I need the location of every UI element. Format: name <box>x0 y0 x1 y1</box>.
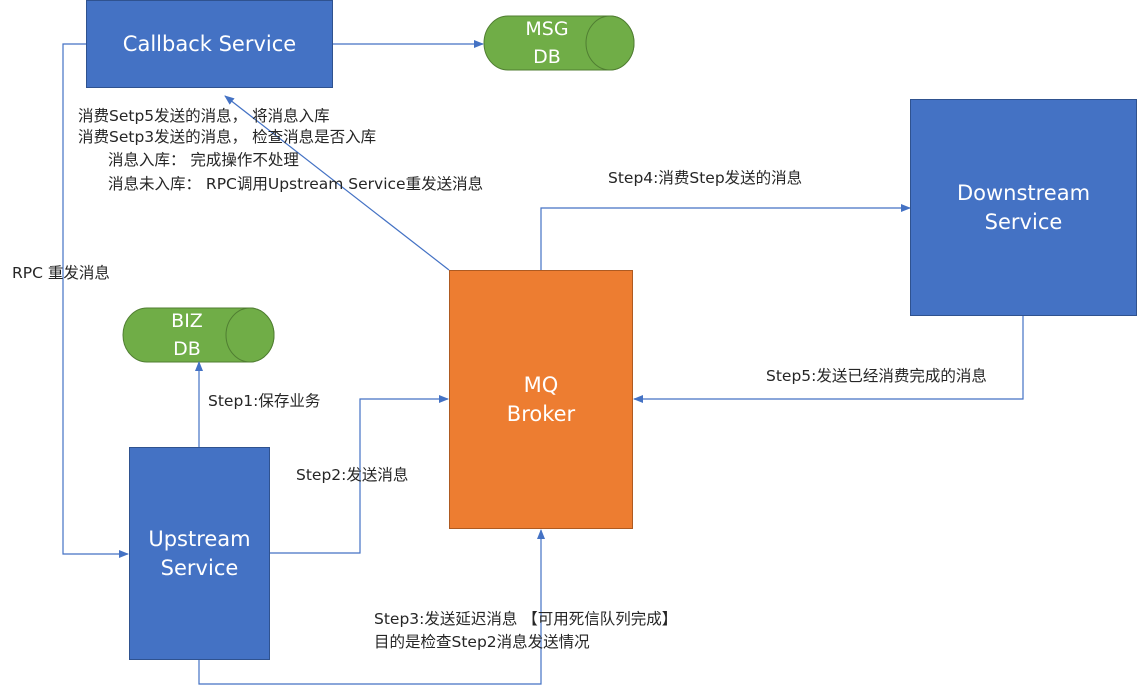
upstream-service-label: Upstream Service <box>148 526 251 580</box>
msg-db-label: MSG DB <box>525 18 569 68</box>
step1-label: Step1:保存业务 <box>208 392 321 410</box>
callback-service-label: Callback Service <box>122 31 297 56</box>
callback-service-node: Callback Service <box>86 0 333 88</box>
callback-rpc-to-upstream-arrow <box>62 43 129 558</box>
msg-db-cylinder <box>483 15 635 71</box>
biz-db-cylinder <box>122 307 275 363</box>
rpc-resend-label: RPC 重发消息 <box>12 264 110 282</box>
downstream-service-node: Downstream Service <box>910 99 1137 316</box>
mq-broker-label: MQ Broker <box>506 372 576 426</box>
callback-note-line-3: 消息入库： 完成操作不处理 <box>108 151 299 169</box>
broker-to-downstream-arrow <box>540 204 911 270</box>
step2-label: Step2:发送消息 <box>296 466 409 484</box>
callback-note-line-2: 消费Setp3发送的消息， 检查消息是否入库 <box>78 128 377 146</box>
upstream-to-broker-step3-arrow <box>198 529 545 685</box>
downstream-to-broker-step5-arrow <box>633 316 1024 403</box>
broker-to-callback-arrow <box>224 95 450 271</box>
step4-label: Step4:消费Step发送的消息 <box>608 169 803 187</box>
downstream-service-label: Downstream Service <box>956 180 1091 234</box>
biz-db-label: BIZ DB <box>171 310 203 360</box>
upstream-service-node: Upstream Service <box>129 447 270 660</box>
step3-label-line-1: Step3:发送延迟消息 【可用死信队列完成】 <box>374 610 678 628</box>
callback-note-line-4: 消息未入库： RPC调用Upstream Service重发送消息 <box>108 175 484 193</box>
step5-label: Step5:发送已经消费完成的消息 <box>766 367 987 385</box>
mq-broker-node: MQ Broker <box>449 270 633 529</box>
upstream-to-broker-step2-arrow <box>270 395 449 554</box>
callback-note-line-1: 消费Setp5发送的消息， 将消息入库 <box>78 107 330 125</box>
step3-label-line-2: 目的是检查Step2消息发送情况 <box>374 633 590 651</box>
